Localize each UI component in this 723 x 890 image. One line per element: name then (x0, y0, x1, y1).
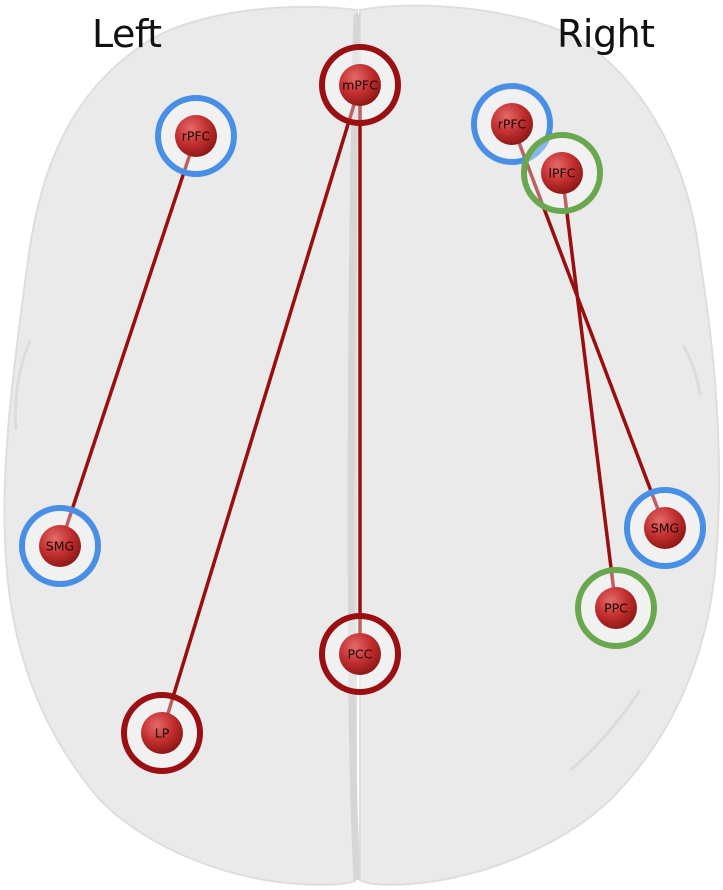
region-label: lPFC (549, 166, 576, 181)
region-label: PCC (348, 647, 373, 662)
regions: mPFC PCC LP rPFC SMG rPFC SMG lPFC PPC (19, 44, 706, 774)
midline-fissure (347, 13, 361, 881)
region-label: SMG (651, 521, 679, 536)
region-sphere (644, 507, 686, 549)
region-sphere (175, 115, 217, 157)
connection-rPFC-L-SMG-L (58, 134, 198, 548)
connections (58, 83, 667, 735)
brain-outline (3, 4, 721, 886)
region-node-SMG-L: SMG (19, 505, 101, 587)
region-label: LP (155, 726, 170, 741)
region-node-rPFC-L: rPFC (155, 95, 237, 177)
region-sphere (595, 587, 637, 629)
region-sphere (141, 712, 183, 754)
right-sulcus-upper (681, 344, 702, 396)
left-hemisphere (3, 5, 359, 886)
right-hemisphere-label: Right (557, 12, 655, 56)
region-sphere (491, 103, 533, 145)
region-sphere (541, 152, 583, 194)
region-label: rPFC (498, 117, 527, 132)
region-node-mPFC: mPFC (319, 44, 401, 126)
region-node-PCC: PCC (319, 613, 401, 695)
region-node-lPFC: lPFC (521, 132, 603, 214)
right-sulcus-lower (569, 689, 642, 772)
connection-mPFC-LP (160, 83, 362, 735)
region-node-SMG-R: SMG (624, 487, 706, 569)
left-hemisphere-label: Left (92, 12, 162, 56)
connection-lPFC-PPC (560, 171, 618, 610)
region-sphere (339, 64, 381, 106)
region-node-LP: LP (121, 692, 203, 774)
region-label: mPFC (342, 78, 378, 93)
region-sphere (39, 525, 81, 567)
connection-rPFC-R-SMG-R (510, 122, 667, 530)
region-node-PPC: PPC (575, 567, 657, 649)
region-label: rPFC (182, 129, 211, 144)
region-label: SMG (46, 539, 74, 554)
left-sulcus (14, 339, 32, 431)
right-hemisphere (359, 4, 721, 886)
region-node-rPFC-R: rPFC (471, 83, 553, 165)
region-label: PPC (604, 601, 628, 616)
region-sphere (339, 633, 381, 675)
